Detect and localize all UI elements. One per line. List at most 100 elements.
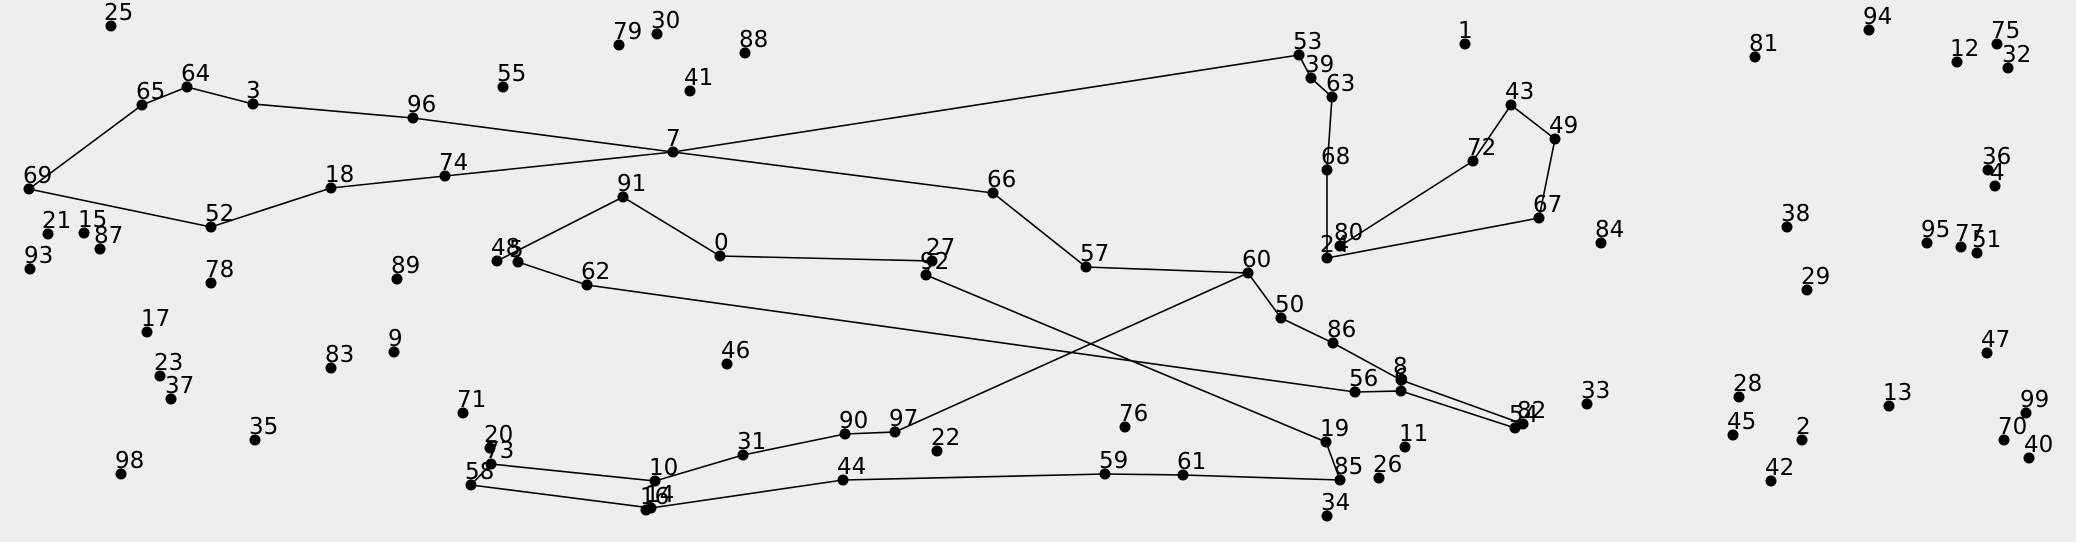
- node-label: 52: [205, 201, 234, 227]
- node-label: 36: [1982, 144, 2011, 170]
- node-56: 56: [1349, 366, 1378, 398]
- node-label: 71: [457, 387, 486, 413]
- node-42: 42: [1765, 455, 1794, 487]
- node-75: 75: [1991, 18, 2020, 50]
- node-marker: [1459, 38, 1471, 50]
- node-label: 77: [1955, 221, 1984, 247]
- edge-14-58: [470, 484, 652, 509]
- node-marker: [1781, 221, 1793, 233]
- node-marker: [640, 504, 652, 516]
- node-39: 39: [1305, 52, 1334, 84]
- node-label: 72: [1467, 135, 1496, 161]
- node-marker: [1395, 374, 1407, 386]
- node-66: 66: [987, 167, 1016, 199]
- edge-63-68: [1326, 96, 1333, 171]
- node-20: 20: [484, 422, 513, 454]
- edge-60-50: [1247, 272, 1282, 319]
- edge-31-90: [742, 433, 846, 456]
- node-88: 88: [739, 27, 768, 59]
- node-81: 81: [1749, 31, 1778, 63]
- node-marker: [1305, 72, 1317, 84]
- node-label: 25: [104, 0, 133, 26]
- node-marker: [1863, 24, 1875, 36]
- node-label: 69: [23, 163, 52, 189]
- node-32: 32: [2002, 42, 2031, 74]
- node-marker: [1395, 385, 1407, 397]
- edge-8-82: [1400, 379, 1524, 425]
- edge-59-44: [842, 473, 1106, 481]
- node-label: 65: [136, 79, 165, 105]
- node-7: 7: [666, 126, 681, 158]
- node-label: 55: [497, 61, 526, 87]
- node-label: 43: [1505, 79, 1534, 105]
- edge-10-31: [654, 454, 744, 482]
- node-34: 34: [1321, 490, 1350, 522]
- node-label: 51: [1972, 227, 2001, 253]
- node-label: 73: [485, 438, 514, 464]
- node-marker: [684, 85, 696, 97]
- node-63: 63: [1326, 71, 1355, 103]
- node-marker: [1293, 49, 1305, 61]
- node-64: 64: [181, 61, 210, 93]
- node-marker: [23, 183, 35, 195]
- node-label: 90: [839, 408, 868, 434]
- node-30: 30: [651, 8, 680, 40]
- node-label: 8: [1393, 354, 1408, 380]
- node-label: 49: [1549, 113, 1578, 139]
- node-69: 69: [23, 163, 52, 195]
- node-label: 75: [1991, 18, 2020, 44]
- node-label: 44: [837, 454, 866, 480]
- node-marker: [581, 279, 593, 291]
- node-label: 14: [645, 482, 674, 508]
- node-marker: [1595, 237, 1607, 249]
- node-94: 94: [1863, 4, 1892, 36]
- node-93: 93: [24, 243, 53, 275]
- node-0: 0: [714, 230, 729, 262]
- node-marker: [391, 273, 403, 285]
- node-49: 49: [1549, 113, 1578, 145]
- node-87: 87: [94, 223, 123, 255]
- node-label: 45: [1727, 409, 1756, 435]
- node-label: 92: [920, 249, 949, 275]
- node-marker: [1971, 247, 1983, 259]
- node-31: 31: [737, 429, 766, 461]
- node-label: 78: [205, 257, 234, 283]
- node-marker: [649, 475, 661, 487]
- node-85: 85: [1334, 454, 1363, 486]
- node-label: 19: [1320, 416, 1349, 442]
- edge-49-43: [1510, 104, 1556, 140]
- node-label: 95: [1921, 217, 1950, 243]
- node-marker: [1517, 418, 1529, 430]
- node-marker: [1080, 261, 1092, 273]
- node-68: 68: [1321, 144, 1350, 176]
- node-label: 1: [1458, 18, 1473, 44]
- edge-67-49: [1538, 138, 1556, 219]
- node-84: 84: [1595, 217, 1624, 249]
- node-label: 11: [1399, 421, 1428, 447]
- edge-43-72: [1472, 104, 1512, 162]
- node-40: 40: [2023, 432, 2053, 464]
- node-marker: [247, 98, 259, 110]
- node-marker: [1399, 441, 1411, 453]
- node-label: 18: [325, 162, 354, 188]
- node-marker: [1998, 434, 2010, 446]
- node-marker: [1327, 337, 1339, 349]
- node-marker: [2020, 407, 2032, 419]
- node-43: 43: [1505, 79, 1534, 111]
- node-89: 89: [391, 253, 420, 285]
- node-label: 87: [94, 223, 123, 249]
- node-60: 60: [1242, 247, 1271, 279]
- node-label: 85: [1334, 454, 1363, 480]
- node-label: 53: [1293, 29, 1322, 55]
- node-label: 60: [1242, 247, 1271, 273]
- node-marker: [1727, 429, 1739, 441]
- node-marker: [1349, 386, 1361, 398]
- node-marker: [497, 81, 509, 93]
- node-label: 99: [2020, 387, 2049, 413]
- node-82: 82: [1517, 398, 1546, 430]
- edge-6-54: [1400, 390, 1516, 429]
- edge-85-61: [1182, 474, 1341, 481]
- node-61: 61: [1177, 449, 1206, 481]
- node-label: 67: [1533, 192, 1562, 218]
- node-marker: [617, 191, 629, 203]
